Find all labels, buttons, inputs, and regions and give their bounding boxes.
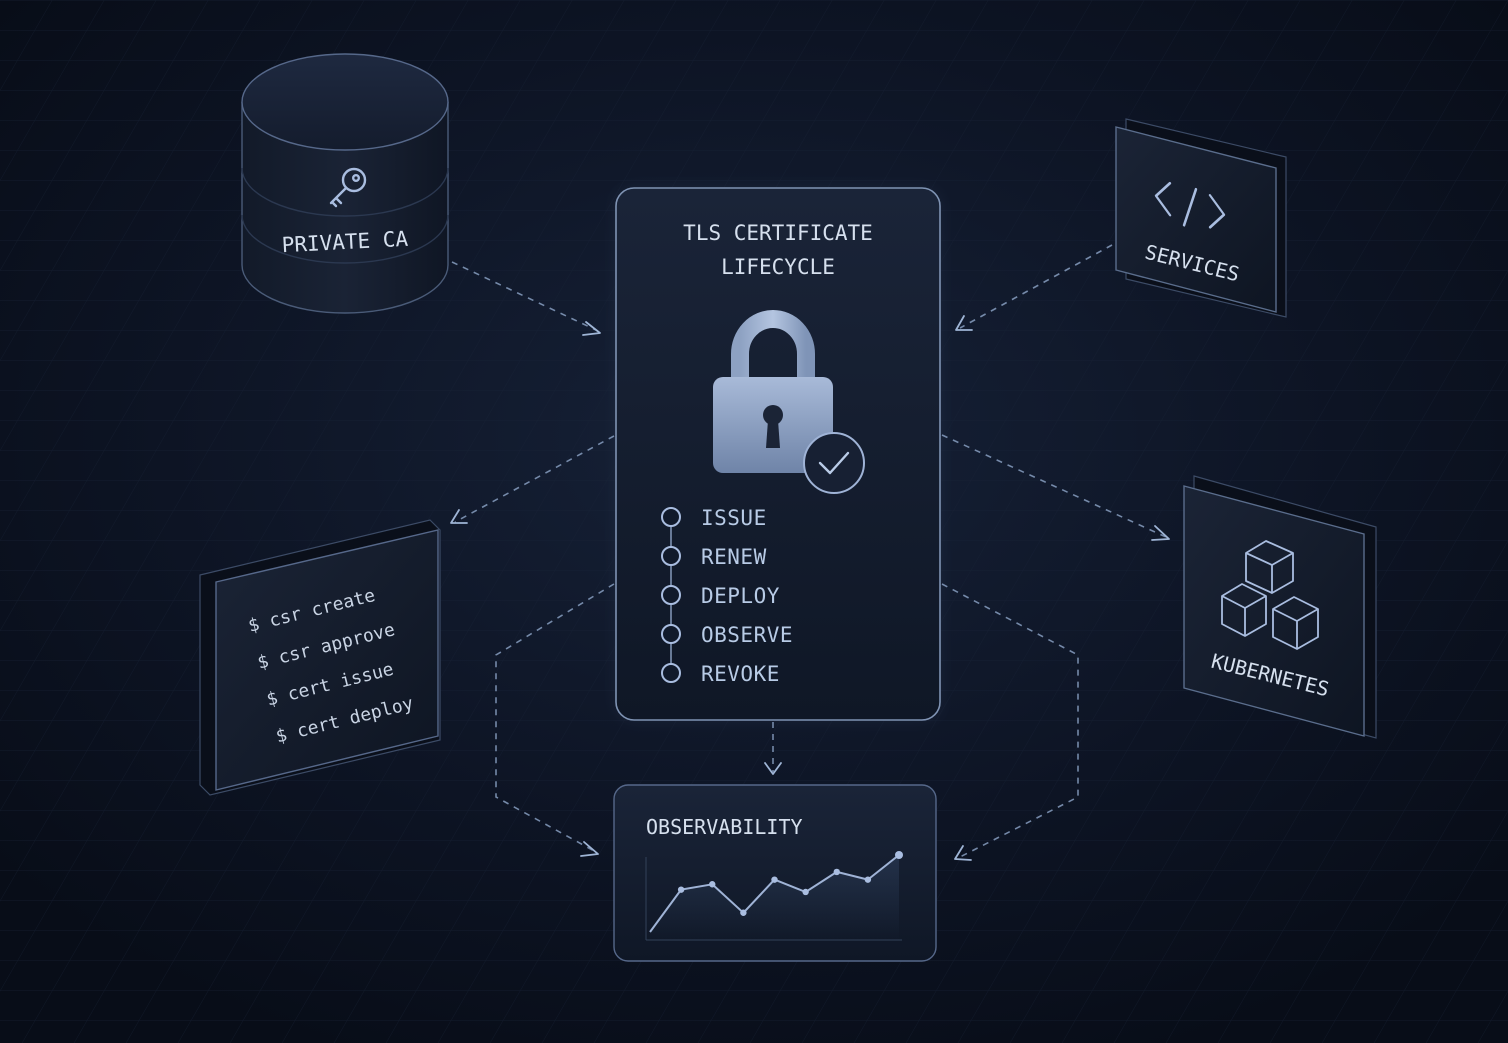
connector-services-to-center bbox=[959, 244, 1113, 329]
services-node[interactable]: SERVICES bbox=[1115, 118, 1287, 318]
cylinder-band bbox=[241, 214, 449, 264]
terminal-panel[interactable]: $ csr create $ csr approve $ cert issue … bbox=[199, 519, 441, 796]
sparkline-point bbox=[709, 881, 716, 888]
sparkline-point bbox=[677, 886, 685, 893]
arrowhead-left-loop bbox=[580, 841, 599, 857]
step-renew[interactable]: RENEW bbox=[661, 545, 767, 569]
step-marker bbox=[661, 546, 681, 566]
step-marker bbox=[661, 585, 681, 605]
lifecycle-card[interactable]: TLS CERTIFICATE LIFECYCLE ISSUE RENEW DE… bbox=[615, 187, 941, 721]
observability-label: OBSERVABILITY bbox=[646, 815, 803, 839]
code-brackets-icon bbox=[1154, 181, 1226, 229]
step-revoke[interactable]: REVOKE bbox=[661, 662, 780, 686]
step-label: ISSUE bbox=[701, 506, 767, 530]
padlock-shackle bbox=[731, 310, 815, 382]
cylinder-band bbox=[241, 167, 449, 217]
step-label: OBSERVE bbox=[701, 623, 793, 647]
step-issue[interactable]: ISSUE bbox=[661, 506, 767, 530]
sparkline-point bbox=[864, 876, 872, 883]
check-icon bbox=[818, 451, 850, 475]
services-tile-face bbox=[1115, 126, 1277, 313]
keyhole-slot bbox=[766, 420, 780, 448]
connector-center-to-kubernetes bbox=[941, 434, 1167, 538]
sparkline-point bbox=[895, 851, 903, 859]
cubes-icon bbox=[1221, 540, 1319, 650]
sparkline-point bbox=[771, 876, 778, 883]
key-icon bbox=[329, 167, 367, 208]
sparkline-area bbox=[650, 855, 899, 940]
sparkline-points bbox=[677, 851, 903, 916]
kubernetes-node[interactable]: KUBERNETES bbox=[1183, 475, 1377, 739]
step-marker bbox=[661, 624, 681, 644]
arrowhead-terminal bbox=[450, 509, 468, 524]
step-label: REVOKE bbox=[701, 662, 780, 686]
sparkline-point bbox=[740, 909, 747, 916]
connector-right-loop bbox=[941, 583, 1079, 859]
step-observe[interactable]: OBSERVE bbox=[661, 623, 793, 647]
sparkline-point bbox=[802, 888, 809, 896]
observability-panel[interactable]: OBSERVABILITY bbox=[613, 784, 937, 962]
arrowhead-ca bbox=[582, 321, 601, 336]
connector-ca-to-center bbox=[451, 261, 597, 331]
arrowhead-right-loop bbox=[954, 845, 972, 861]
arrowhead-services bbox=[955, 315, 973, 331]
step-marker bbox=[661, 663, 681, 683]
terminal-face bbox=[215, 529, 439, 791]
step-deploy[interactable]: DEPLOY bbox=[661, 584, 780, 608]
private-ca-node[interactable]: PRIVATE CA bbox=[241, 53, 449, 314]
card-title-line-2: LIFECYCLE bbox=[721, 255, 835, 279]
connector-left-loop bbox=[495, 583, 615, 853]
step-marker bbox=[661, 507, 681, 527]
step-label: RENEW bbox=[701, 545, 767, 569]
cylinder-body bbox=[241, 102, 449, 314]
cylinder-top bbox=[241, 53, 449, 151]
padlock-check-icon bbox=[713, 310, 865, 494]
arrowhead-kubernetes bbox=[1151, 525, 1170, 541]
card-title-line-1: TLS CERTIFICATE bbox=[683, 221, 873, 245]
kubernetes-tile-face bbox=[1183, 485, 1365, 737]
arrowhead-observability bbox=[764, 762, 782, 775]
check-badge bbox=[803, 432, 865, 494]
step-label: DEPLOY bbox=[701, 584, 780, 608]
sparkline-point bbox=[833, 868, 840, 876]
connectors bbox=[450, 244, 1170, 861]
